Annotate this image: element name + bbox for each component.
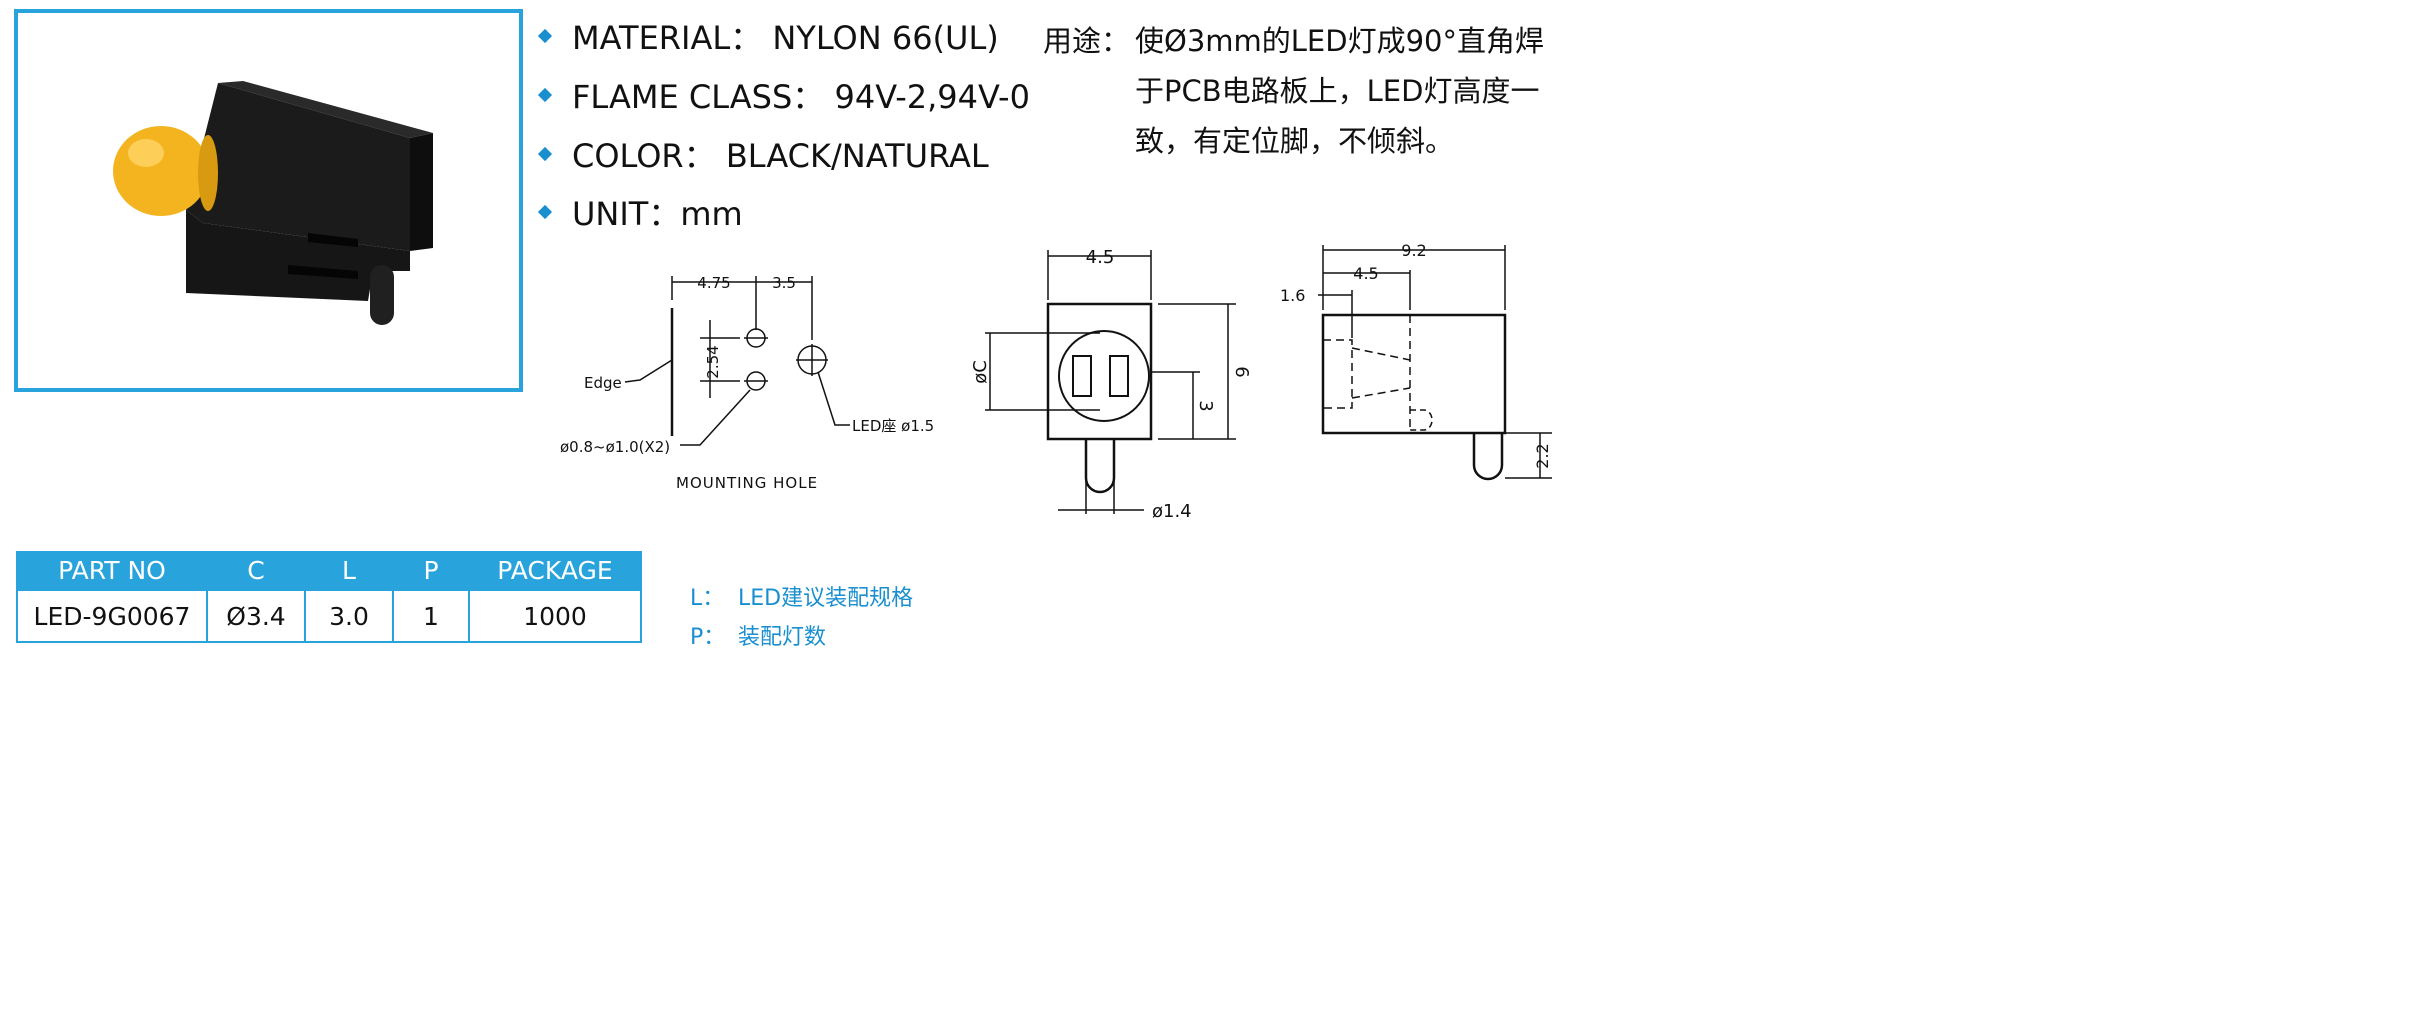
dim-width: 4.5 [1086,247,1115,268]
dim-offset: 1.6 [1280,286,1305,305]
part-table: PART NO C L P PACKAGE LED-9G0067 Ø3.4 3.… [16,551,642,643]
dim-4-75: 4.75 [697,274,730,292]
th-p: P [392,551,470,590]
usage-text: 使Ø3mm的LED灯成90°直角焊 于PCB电路板上，LED灯高度一 致，有定位… [1135,24,1544,158]
table-header-row: PART NO C L P PACKAGE [16,551,642,590]
spec-color: COLOR： BLACK/NATURAL [537,136,989,176]
locating-pin [370,265,394,325]
edge-label: Edge [584,374,622,392]
dim-2-54: 2.54 [704,345,722,378]
slot-2 [288,265,358,279]
product-photo-frame [14,9,523,392]
housing-side [410,133,433,251]
housing-top [218,81,433,138]
dim-hole-c: øC [970,360,991,384]
dim-3-5: 3.5 [772,274,796,292]
dim-pin-length: 2.2 [1533,443,1552,468]
dim-inner: 4.5 [1353,264,1378,283]
led-seat-label: LED座 ø1.5 [852,417,934,435]
th-c: C [206,551,306,590]
th-package: PACKAGE [468,551,642,590]
led-highlight [128,139,164,167]
th-part-no: PART NO [16,551,208,590]
technical-drawings: 4.75 3.5 2.54 Edge ø0.8~ø1.0(X2) LED座 ø1… [560,241,1552,522]
slot-1 [308,233,358,247]
cell-p: 1 [392,589,470,643]
led-rim [198,135,218,211]
cell-c: Ø3.4 [206,589,306,643]
spec-flame-class: FLAME CLASS： 94V-2,94V-0 [537,77,1030,117]
spec-material: MATERIAL： NYLON 66(UL) [537,18,999,58]
table-row: LED-9G0067 Ø3.4 3.0 1 1000 [16,589,642,643]
cell-l: 3.0 [304,589,394,643]
dim-center: 3 [1195,400,1216,411]
housing-front [186,83,410,251]
usage-label: 用途： [1043,24,1131,58]
cell-package: 1000 [468,589,642,643]
dim-length: 9.2 [1401,241,1426,260]
legend-l: L：LED建议装配规格 [690,586,914,611]
dim-height: 6 [1231,366,1252,377]
hole-label: ø0.8~ø1.0(X2) [560,438,670,456]
dim-pin: ø1.4 [1152,501,1192,522]
th-l: L [304,551,394,590]
cell-part-no: LED-9G0067 [16,589,208,643]
spec-unit: UNIT：mm [537,194,743,234]
legend-p: P：装配灯数 [690,625,827,650]
led-holder-photo [113,81,433,325]
mounting-hole-title: MOUNTING HOLE [676,474,818,492]
